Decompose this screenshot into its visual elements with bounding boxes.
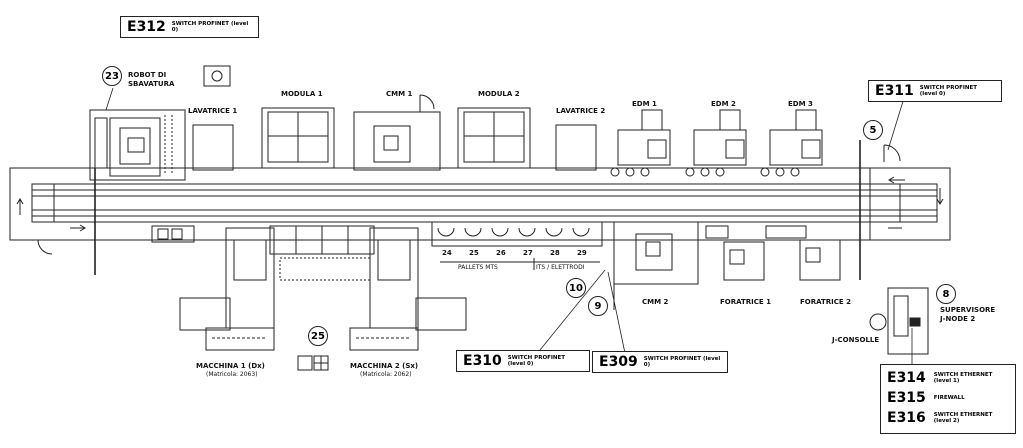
robot-cell <box>89 65 231 181</box>
cmm-1-label: CMM 1 <box>386 90 413 98</box>
edm-3-label: EDM 3 <box>788 100 813 108</box>
macchina-1-label: MACCHINA 1 (Dx) <box>196 362 265 370</box>
cmm-2-label: CMM 2 <box>642 298 669 306</box>
edm-2-label: EDM 2 <box>711 100 736 108</box>
tag-description: SWITCH PROFINET (level 0) <box>643 356 721 368</box>
lavatrice-1-unit <box>192 124 234 171</box>
pallet-number: 29 <box>577 249 587 257</box>
tag-code: E309 <box>599 354 638 370</box>
network-row: E316 SWITCH ETHERNET (level 2) <box>887 408 1009 428</box>
supervisore-label-line2: J-NODE 2 <box>940 315 976 323</box>
network-row: E314 SWITCH ETHERNET (level 1) <box>887 368 1009 388</box>
lavatrice-2-label: LAVATRICE 2 <box>556 107 606 115</box>
lavatrice-1-label: LAVATRICE 1 <box>188 107 238 115</box>
callout-10: 10 <box>566 278 586 298</box>
network-block: E314 SWITCH ETHERNET (level 1) E315 FIRE… <box>880 364 1016 434</box>
macchina-2-matricola: (Matricola: 2062) <box>360 371 412 378</box>
j-consolle-label: J-CONSOLLE <box>832 336 880 344</box>
pallet-stations <box>431 221 603 270</box>
tag-code: E312 <box>127 19 166 35</box>
tag-description: SWITCH ETHERNET (level 1) <box>933 372 993 384</box>
pallets-mts-label: PALLETS MTS <box>458 264 498 271</box>
tag-description: SWITCH PROFINET (level 0) <box>171 21 249 33</box>
tag-code: E315 <box>887 390 926 406</box>
switch-tag-e309: E309 SWITCH PROFINET (level 0) <box>592 351 728 373</box>
foratrice-units <box>705 225 841 281</box>
supervisore-label-line1: SUPERVISORE <box>940 306 996 314</box>
main-conveyor <box>9 140 951 280</box>
edm-units <box>610 109 823 177</box>
leader-lines <box>105 87 913 366</box>
tag-code: E311 <box>875 83 914 99</box>
modula-2-unit <box>457 107 531 169</box>
tag-description: SWITCH PROFINET (level 0) <box>919 85 978 97</box>
lavatrice-2-unit <box>555 124 597 171</box>
modula-1-unit <box>261 107 335 169</box>
tag-code: E314 <box>887 370 926 386</box>
callout-5: 5 <box>863 120 883 140</box>
macchina-2-label: MACCHINA 2 (Sx) <box>350 362 419 370</box>
tag-description: SWITCH PROFINET (level 0) <box>507 355 566 367</box>
pallet-number: 28 <box>550 249 560 257</box>
tag-code: E316 <box>887 410 926 426</box>
switch-tag-e310: E310 SWITCH PROFINET (level 0) <box>456 350 590 372</box>
foratrice-2-label: FORATRICE 2 <box>800 298 851 306</box>
foratrice-1-label: FORATRICE 1 <box>720 298 771 306</box>
callout-9: 9 <box>588 296 608 316</box>
cmm-2-unit <box>613 221 699 310</box>
robot-label-line1: ROBOT DI <box>128 71 167 79</box>
callout-25: 25 <box>308 326 328 346</box>
macchina-1-matricola: (Matricola: 2063) <box>206 371 258 378</box>
supervisore-unit <box>887 287 929 355</box>
robot-label-line2: SBAVATURA <box>128 80 175 88</box>
tag-description: FIREWALL <box>933 395 965 401</box>
macchina-1-unit <box>179 227 275 351</box>
its-elettrodi-label: ITS / ELETTRODI <box>536 264 585 271</box>
modula-1-label: MODULA 1 <box>281 90 323 98</box>
pallet-number: 27 <box>523 249 533 257</box>
pallet-number: 25 <box>469 249 479 257</box>
modula-2-label: MODULA 2 <box>478 90 520 98</box>
panel-left <box>151 225 195 243</box>
network-row: E315 FIREWALL <box>887 388 1009 408</box>
central-loader <box>269 225 375 281</box>
tag-code: E310 <box>463 353 502 369</box>
callout-23: 23 <box>102 66 122 86</box>
edm-1-label: EDM 1 <box>632 100 657 108</box>
tag-description: SWITCH ETHERNET (level 2) <box>933 412 993 424</box>
item-25-unit <box>297 355 329 371</box>
switch-tag-e311: E311 SWITCH PROFINET (level 0) <box>868 80 1002 102</box>
switch-tag-e312: E312 SWITCH PROFINET (level 0) <box>120 16 259 38</box>
pallet-number: 26 <box>496 249 506 257</box>
callout-8: 8 <box>936 284 956 304</box>
pallet-number: 24 <box>442 249 452 257</box>
flow-arrows <box>16 176 944 232</box>
j-consolle-symbol <box>869 313 887 331</box>
cmm-1-unit <box>353 94 441 171</box>
